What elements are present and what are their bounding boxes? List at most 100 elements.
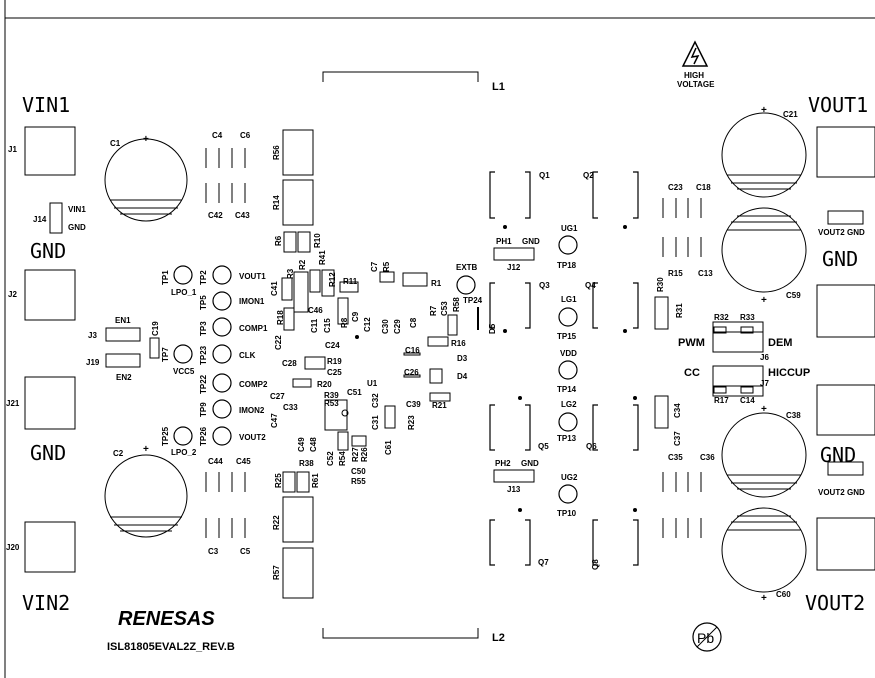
svg-text:C1: C1 (110, 139, 121, 148)
des-r6: R6 (274, 235, 283, 246)
svg-text:VOLTAGE: VOLTAGE (677, 80, 715, 89)
des-d3: D3 (457, 354, 468, 363)
des-r14: R14 (272, 195, 281, 210)
tp18-label: UG1 (561, 224, 578, 233)
svg-text:RENESAS: RENESAS (118, 608, 215, 630)
des-r5: R5 (382, 261, 391, 272)
q2-label: Q2 (583, 171, 594, 180)
tp5-label: IMON1 (239, 297, 265, 306)
des-c50: C50 (351, 467, 366, 476)
des-r57: R57 (272, 565, 281, 580)
des-c28: C28 (282, 359, 297, 368)
des-r27: R27 (351, 447, 360, 462)
des-r2: R2 (298, 259, 307, 270)
gnd-label-1: GND (30, 239, 66, 263)
des-r18: R18 (276, 310, 285, 325)
des-r23: R23 (407, 415, 416, 430)
des-c19: C23 (668, 183, 683, 192)
svg-text:GND: GND (522, 237, 540, 246)
des-c4: C4 (212, 131, 223, 140)
gate-test-points (558, 235, 578, 504)
des-c47: C47 (270, 413, 279, 428)
des-c6: C6 (240, 131, 251, 140)
svg-text:+: + (143, 444, 149, 455)
svg-text:C14: C14 (740, 396, 755, 405)
des-r10: R10 (313, 233, 322, 248)
gnd-label-4: GND (820, 443, 856, 467)
gnd-small-2: GND (847, 488, 865, 497)
svg-text:J7: J7 (760, 379, 769, 388)
des-c30: C30 (381, 319, 390, 334)
des-c26: C26 (404, 368, 419, 377)
des-c20: C18 (696, 183, 711, 192)
des-c39: C39 (406, 400, 421, 409)
gnd-label-2: GND (30, 441, 66, 465)
des-c45: C45 (236, 457, 251, 466)
fet-outlines (489, 171, 639, 566)
test-points-left (173, 265, 232, 446)
svg-text:J13: J13 (507, 485, 521, 494)
svg-text:J2: J2 (8, 290, 17, 299)
tp22-id: TP22 (199, 374, 208, 394)
des-c9: C9 (351, 311, 360, 322)
tp7-id: TP7 (161, 347, 170, 362)
des-r15: R31 (675, 303, 684, 318)
des-r1: R1 (431, 279, 442, 288)
capacitor-c21: C21 + (721, 105, 807, 198)
des-r60: C19 (151, 321, 160, 336)
des-r17: C34 (673, 403, 682, 418)
svg-text:+: + (761, 404, 767, 415)
terminal-j1: J1 (8, 126, 76, 176)
des-c16: C16 (405, 346, 420, 355)
tp1-label: LPO_1 (171, 288, 197, 297)
pwm-label: PWM (678, 337, 705, 349)
des-r11: R11 (343, 277, 358, 286)
hiccup-label: HICCUP (768, 367, 810, 379)
svg-text:HIGH: HIGH (684, 71, 704, 80)
svg-text:+: + (761, 295, 767, 306)
svg-text:J6: J6 (760, 353, 769, 362)
svg-text:VIN1: VIN1 (68, 205, 86, 214)
des-c43: C43 (235, 211, 250, 220)
cap-pairs-right (662, 198, 702, 538)
tp10-label: UG2 (561, 473, 578, 482)
des-d4: D4 (457, 372, 468, 381)
des-c42: C42 (208, 211, 223, 220)
gnd-small-1: GND (847, 228, 865, 237)
inductor-l1: L1 (322, 71, 505, 93)
pb-mark-icon: Pb (692, 622, 722, 652)
vout2-small-2: VOUT2 (818, 488, 845, 497)
dem-label: DEM (768, 337, 792, 349)
des-c11: C11 (310, 318, 319, 333)
svg-text:L1: L1 (492, 81, 505, 93)
resistor-r17 (654, 395, 669, 429)
svg-text:EN2: EN2 (116, 373, 132, 382)
tp3-label: COMP1 (239, 324, 268, 333)
jumper-j7: R17 C14 J7 (712, 365, 769, 405)
des-r54: R54 (338, 451, 347, 466)
q5-label: Q5 (538, 442, 549, 451)
tp10-id: TP10 (557, 509, 577, 518)
svg-text:C38: C38 (786, 411, 801, 420)
des-r41: R41 (318, 250, 327, 265)
tp25-label: LPO_2 (171, 448, 197, 457)
des-r12: R12 (328, 272, 337, 287)
des-r53: R53 (324, 399, 339, 408)
des-r7: R7 (429, 305, 438, 316)
des-c37: C36 (700, 453, 715, 462)
des-c15: C15 (323, 318, 332, 333)
des-r19: R19 (327, 357, 342, 366)
terminal-j2: J2 (8, 269, 76, 321)
tp14-id: TP14 (557, 385, 577, 394)
svg-text:R33: R33 (740, 313, 755, 322)
tp24-label: EXTB (456, 263, 478, 272)
des-c29: C29 (393, 319, 402, 334)
des-c41: C41 (270, 281, 279, 296)
des-c3: C3 (208, 547, 219, 556)
svg-text:J19: J19 (86, 358, 100, 367)
svg-text:R32: R32 (714, 313, 729, 322)
tp25-id: TP25 (161, 426, 170, 446)
capacitor-c38: C38 + (721, 404, 807, 498)
q4-label: Q4 (585, 281, 596, 290)
svg-text:C59: C59 (786, 291, 801, 300)
